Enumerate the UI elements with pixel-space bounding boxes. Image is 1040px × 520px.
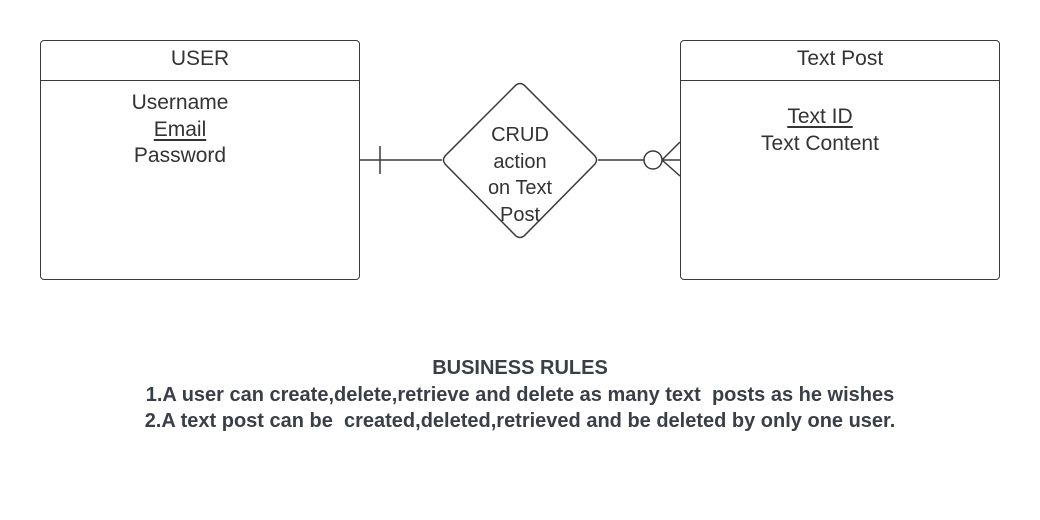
business-rules-title: BUSINESS RULES xyxy=(432,357,608,379)
textpost-crowfoot-upper xyxy=(661,141,681,161)
relationship-label-line-1: CRUD xyxy=(491,124,549,146)
relationship-diamond xyxy=(442,82,598,239)
business-rule-2: 2.A text post can be created,deleted,ret… xyxy=(144,410,896,432)
textpost-attr-text-content: Text Content xyxy=(761,132,879,155)
user-attr-password: Password xyxy=(133,144,227,167)
textpost-crowfoot-lower xyxy=(661,159,681,177)
entity-user[interactable]: USER xyxy=(40,40,360,280)
relationship-label-line-2: action xyxy=(493,150,547,173)
relationship-label-line-4: Post xyxy=(499,203,541,226)
textpost-attr-text-id: Text ID xyxy=(787,105,853,128)
user-attr-email: Email xyxy=(153,118,207,141)
relationship-label-line-3: on Text xyxy=(487,177,553,199)
business-rule-1: 1.A user can create,delete,retrieve and … xyxy=(145,383,895,406)
entity-user-title: USER xyxy=(41,41,359,81)
user-attr-username: Username xyxy=(131,91,229,114)
entity-text-post[interactable]: Text Post xyxy=(680,40,1000,280)
entity-text-post-title: Text Post xyxy=(681,41,999,81)
textpost-zero-circle xyxy=(643,150,663,170)
